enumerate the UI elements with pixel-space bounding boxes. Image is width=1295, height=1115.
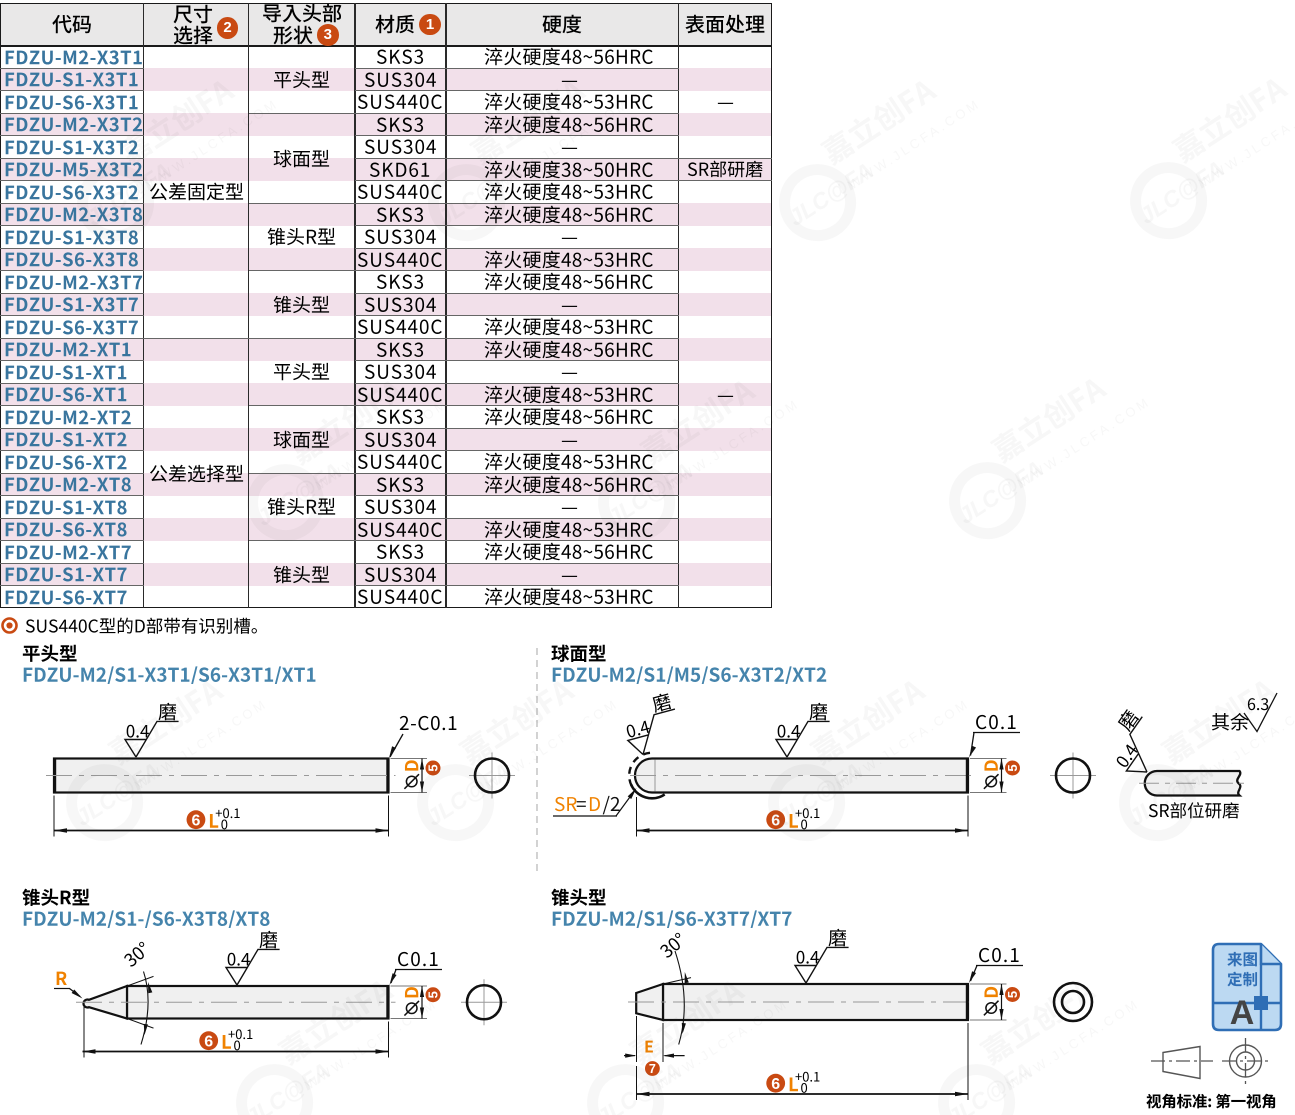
svg-text:JLC@FA: JLC@FA bbox=[784, 157, 878, 231]
svg-text:6: 6 bbox=[204, 1034, 213, 1051]
svg-text:JLC@FA: JLC@FA bbox=[1135, 155, 1229, 229]
svg-text:5: 5 bbox=[1005, 991, 1020, 998]
svg-text:JLC@FA: JLC@FA bbox=[954, 455, 1048, 529]
svg-text:6: 6 bbox=[771, 813, 780, 830]
svg-text:WWW.JLCFA.COM: WWW.JLCFA.COM bbox=[846, 96, 984, 193]
svg-text:6: 6 bbox=[191, 813, 200, 830]
svg-text:WWW.JLCFA.COM: WWW.JLCFA.COM bbox=[1016, 394, 1154, 491]
svg-text:5: 5 bbox=[426, 764, 441, 771]
svg-text:5: 5 bbox=[1005, 764, 1020, 771]
svg-text:6: 6 bbox=[771, 1076, 780, 1093]
svg-text:A: A bbox=[1230, 994, 1255, 1032]
svg-text:7: 7 bbox=[649, 1062, 656, 1076]
svg-text:WWW.JLCFA.COM: WWW.JLCFA.COM bbox=[1197, 94, 1295, 191]
svg-text:5: 5 bbox=[426, 991, 441, 998]
